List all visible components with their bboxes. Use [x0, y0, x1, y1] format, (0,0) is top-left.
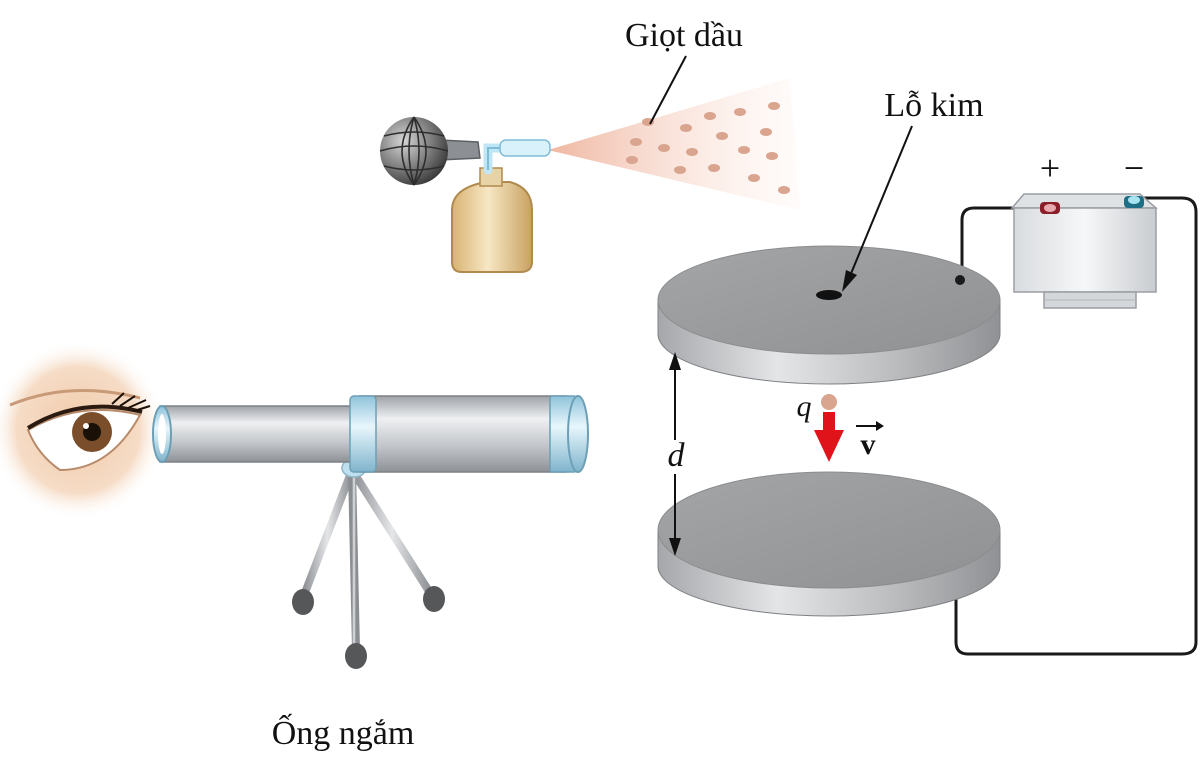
- circuit-wires: [954, 196, 1198, 656]
- bottom-plate: [657, 471, 1001, 617]
- atomizer-icon: [379, 78, 800, 273]
- charged-droplet: [821, 394, 837, 410]
- pinhole: [816, 290, 842, 300]
- battery-icon: [1010, 193, 1158, 309]
- spray-cone: [548, 78, 800, 210]
- tripod: [292, 458, 445, 669]
- top-plate-terminal: [955, 275, 965, 285]
- pinhole-pointer: [842, 125, 913, 292]
- telescope-label: Ống ngắm: [272, 713, 415, 752]
- oil-drops-label: Giọt dầu: [625, 17, 743, 54]
- top-plate: [657, 245, 1001, 385]
- oil-droplets: [626, 102, 790, 194]
- distance-label-bg: [660, 440, 694, 474]
- minus-sign: −: [1124, 148, 1144, 188]
- pinhole-label: Lỗ kim: [884, 87, 983, 124]
- distance-label: d: [668, 437, 686, 474]
- charge-label: q: [797, 390, 812, 423]
- eye-icon: [0, 340, 166, 520]
- plus-sign: +: [1040, 148, 1060, 188]
- telescope: [152, 395, 589, 669]
- velocity-label: v: [861, 428, 876, 461]
- velocity-arrow: [814, 412, 844, 462]
- vector-arrow-icon: [856, 421, 884, 431]
- oil-drops-pointer: [649, 55, 687, 125]
